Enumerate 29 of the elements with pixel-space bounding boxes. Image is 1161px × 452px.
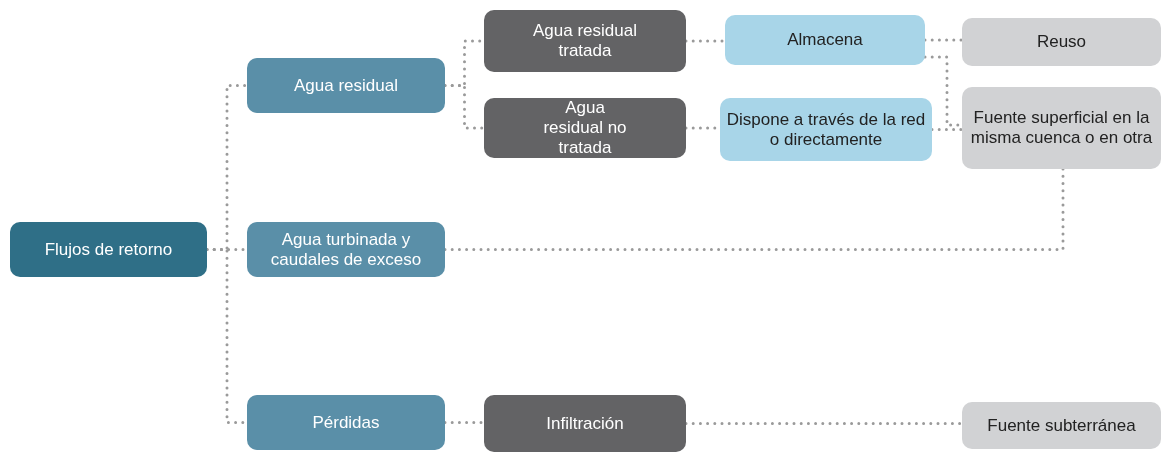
dotted-connector bbox=[930, 128, 964, 131]
action-box bbox=[720, 98, 932, 161]
node-label: Fuente superficial en la misma cuenca o en otra bbox=[969, 108, 1154, 148]
dotted-connector bbox=[443, 167, 1065, 251]
dotted-connector bbox=[684, 422, 964, 425]
node-label: Infiltración bbox=[546, 413, 624, 434]
node-label: Fuente subterránea bbox=[987, 415, 1136, 436]
node-label: Agua residual bbox=[294, 75, 398, 96]
dotted-connector bbox=[443, 84, 486, 130]
node-label: Almacena bbox=[787, 30, 863, 50]
process-box bbox=[484, 395, 686, 452]
flow-root-box bbox=[10, 222, 207, 277]
destination-box bbox=[962, 402, 1161, 449]
node-label: Reuso bbox=[1036, 32, 1087, 52]
category-box bbox=[247, 58, 445, 113]
category-box bbox=[247, 222, 445, 277]
process-box bbox=[484, 10, 686, 72]
node-label: Pérdidas bbox=[312, 412, 380, 433]
destination-box bbox=[962, 87, 1161, 169]
action-box bbox=[725, 15, 925, 65]
category-box bbox=[247, 395, 445, 450]
process-box bbox=[484, 98, 686, 158]
node-label: Dispone a través de la red o directamente bbox=[725, 109, 927, 150]
dotted-connector bbox=[923, 38, 964, 42]
destination-box bbox=[962, 18, 1161, 66]
node-label: Flujos de retorno bbox=[44, 239, 173, 260]
node-label: Agua residual tratada bbox=[532, 21, 638, 61]
node-label: Agua residual no tratada bbox=[542, 98, 628, 158]
node-label: Agua turbinada y caudales de exceso bbox=[269, 229, 423, 270]
